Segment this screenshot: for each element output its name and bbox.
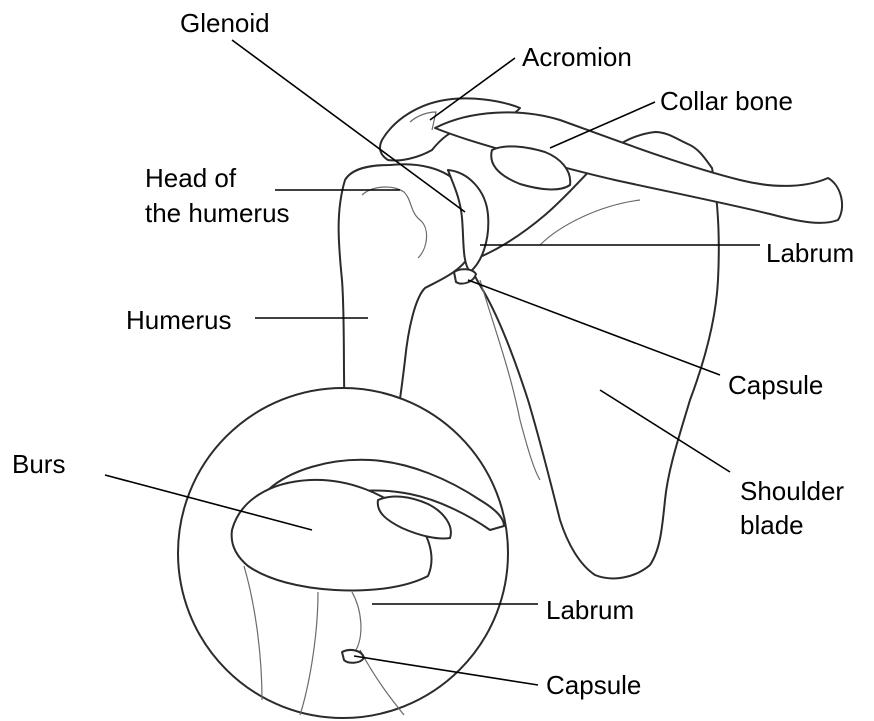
label-humerus: Humerus <box>126 305 231 335</box>
label-capsule-bottom: Capsule <box>546 670 641 700</box>
label-head-of-humerus-line1: Head of <box>145 163 236 193</box>
shoulder-blade-shape <box>468 132 719 578</box>
label-labrum-bottom: Labrum <box>546 595 634 625</box>
label-capsule-top: Capsule <box>728 370 823 400</box>
label-shoulder-blade-line1: Shoulder <box>740 476 844 506</box>
label-glenoid: Glenoid <box>180 8 270 38</box>
label-shoulder-blade-line2: blade <box>740 510 804 540</box>
humerus-shape <box>339 164 475 418</box>
label-burs: Burs <box>12 449 65 479</box>
label-collar-bone: Collar bone <box>660 86 793 116</box>
label-acromion: Acromion <box>522 42 632 72</box>
label-head-of-humerus-line2: the humerus <box>145 198 290 228</box>
label-labrum-top: Labrum <box>766 238 854 268</box>
